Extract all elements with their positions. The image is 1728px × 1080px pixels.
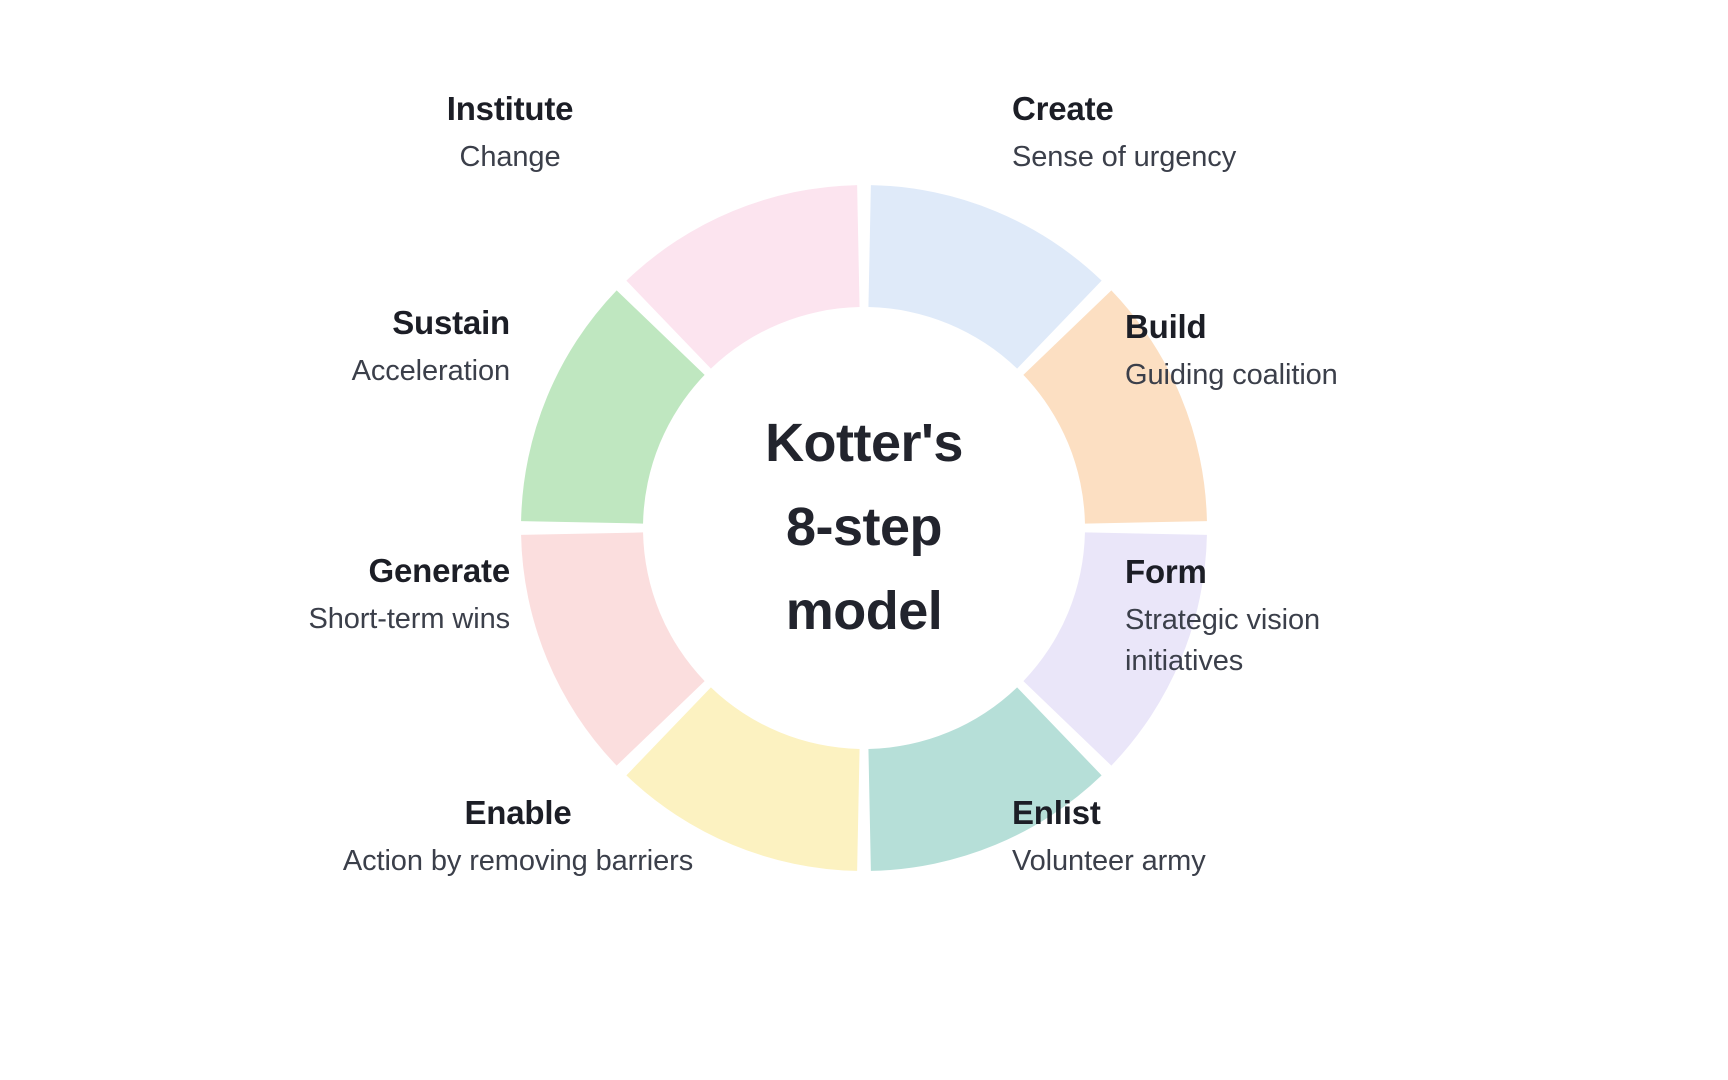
label-institute[interactable]: Institute Change (310, 88, 710, 178)
label-enable-title: Enable (464, 794, 572, 831)
donut-segment-form[interactable] (1023, 532, 1207, 766)
label-enable[interactable]: Enable Action by removing barriers (268, 792, 768, 882)
label-form-desc: Strategic vision initiatives (1125, 603, 1321, 678)
label-create[interactable]: Create Sense of urgency (1012, 88, 1432, 178)
label-sustain-title: Sustain (392, 304, 510, 341)
donut-segment-create[interactable] (868, 185, 1102, 369)
label-generate-title: Generate (368, 552, 511, 589)
label-generate[interactable]: Generate Short-term wins (100, 550, 510, 640)
donut-segment-build[interactable] (1023, 290, 1207, 524)
donut-segment-enable[interactable] (626, 687, 860, 871)
label-enlist[interactable]: Enlist Volunteer army (1012, 792, 1432, 882)
label-build[interactable]: Build Guiding coalition (1125, 306, 1545, 396)
label-enlist-desc: Volunteer army (1012, 844, 1206, 877)
label-institute-desc: Change (459, 140, 561, 173)
label-create-desc: Sense of urgency (1012, 140, 1237, 173)
donut-segment-enlist[interactable] (868, 687, 1102, 871)
donut-chart (521, 185, 1207, 871)
label-enable-desc: Action by removing barriers (342, 844, 694, 877)
label-form-title: Form (1125, 553, 1207, 590)
donut-segment-sustain[interactable] (521, 290, 705, 524)
label-sustain[interactable]: Sustain Acceleration (140, 302, 511, 392)
label-generate-desc: Short-term wins (308, 602, 510, 635)
label-enlist-title: Enlist (1012, 794, 1101, 831)
label-build-title: Build (1125, 308, 1207, 345)
donut-segment-generate[interactable] (521, 532, 705, 766)
donut-segment-institute[interactable] (626, 185, 860, 369)
label-sustain-desc: Acceleration (351, 354, 510, 387)
label-create-title: Create (1012, 90, 1114, 127)
label-form[interactable]: Form Strategic vision initiatives (1125, 551, 1425, 682)
donut-svg (521, 185, 1207, 871)
label-institute-title: Institute (446, 90, 574, 127)
label-build-desc: Guiding coalition (1125, 358, 1338, 391)
